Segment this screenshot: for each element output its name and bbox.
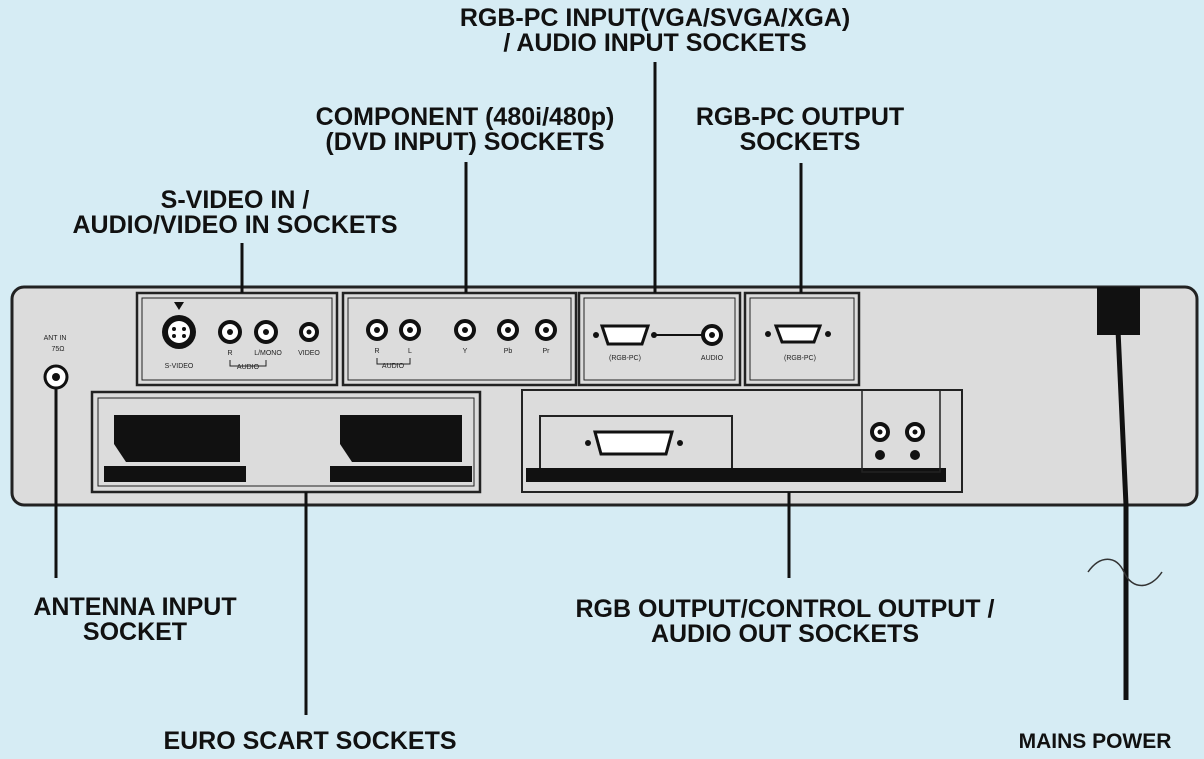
label-svideo: S-VIDEO IN / AUDIO/VIDEO IN SOCKETS [72, 186, 398, 239]
svg-text:AUDIO: AUDIO [701, 355, 724, 362]
svg-text:Pr: Pr [543, 348, 551, 355]
rgb-pc-output-socket-block: (RGB-PC) [743, 291, 861, 387]
label-rgb-pc-input: RGB-PC INPUT(VGA/SVGA/XGA) / AUDIO INPUT… [459, 4, 851, 57]
svg-text:R: R [374, 348, 379, 355]
svideo-av-socket-block: S-VIDEO R L/MONO VIDEO AUDIO [135, 291, 339, 387]
svg-text:(RGB-PC): (RGB-PC) [609, 355, 641, 362]
rgb-output-control-block [521, 389, 963, 493]
label-rgb-pc-output: RGB-PC OUTPUT SOCKETS [695, 103, 905, 156]
svg-text:AUDIO: AUDIO [237, 364, 260, 371]
svg-text:(RGB-PC): (RGB-PC) [784, 355, 816, 362]
component-socket-block: R L Y Pb Pr AUDIO [341, 291, 578, 387]
label-mains-power: MAINS POWER [1018, 730, 1172, 753]
ohm-text: 75Ω [51, 346, 64, 353]
svg-text:L: L [408, 348, 412, 355]
svg-text:AUDIO: AUDIO [382, 363, 405, 370]
euro-scart-socket-block [90, 390, 482, 494]
label-rgb-output: RGB OUTPUT/CONTROL OUTPUT / AUDIO OUT SO… [575, 595, 995, 648]
svg-text:Y: Y [463, 348, 468, 355]
label-antenna: ANTENNA INPUT SOCKET [33, 593, 237, 646]
label-euro-scart: EURO SCART SOCKETS [163, 727, 457, 755]
svg-text:VIDEO: VIDEO [298, 350, 320, 357]
svg-text:S-VIDEO: S-VIDEO [165, 363, 194, 370]
label-component: COMPONENT (480i/480p) (DVD INPUT) SOCKET… [315, 103, 615, 156]
svg-text:L/MONO: L/MONO [254, 350, 282, 357]
rgb-pc-input-socket-block: (RGB-PC) AUDIO [577, 291, 742, 387]
antenna-socket: ANT IN 75Ω [43, 335, 69, 390]
mains-power-cable [1087, 287, 1163, 700]
ant-in-text: ANT IN [44, 335, 67, 342]
svg-text:R: R [227, 350, 232, 357]
svg-text:Pb: Pb [504, 348, 513, 355]
leader-lines [54, 62, 803, 715]
